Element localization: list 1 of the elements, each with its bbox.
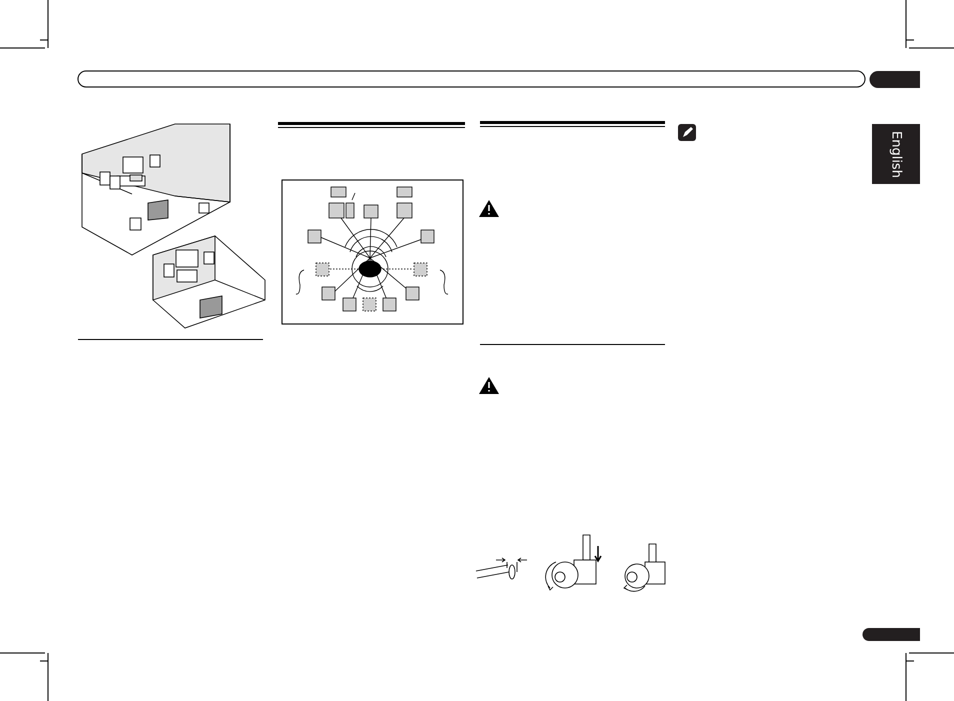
language-tab: English <box>872 124 920 184</box>
